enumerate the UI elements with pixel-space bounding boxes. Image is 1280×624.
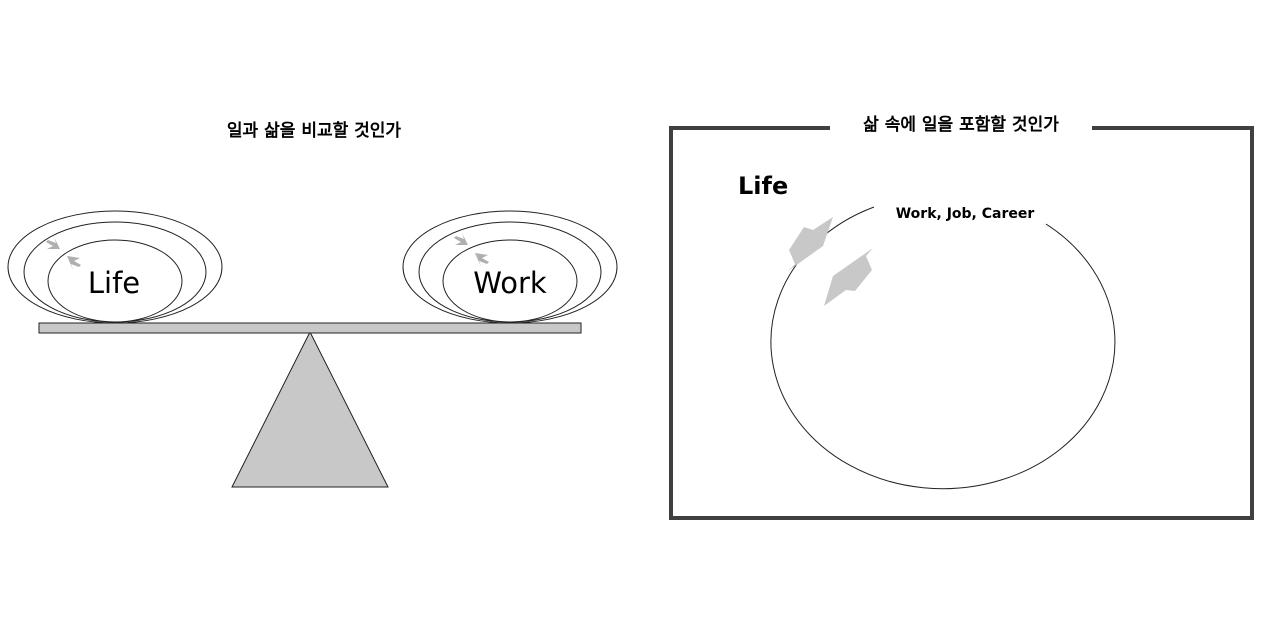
right-panel-frame <box>669 126 1254 520</box>
life-plate-label: Life <box>88 266 140 300</box>
left-panel-title: 일과 삶을 비교할 것인가 <box>227 121 402 141</box>
outer-life-label: Life <box>738 172 788 200</box>
right-panel-title: 삶 속에 일을 포함할 것인가 <box>863 114 1059 135</box>
right-panel: 삶 속에 일을 포함할 것인가 Life Work, Job, Career <box>669 114 1254 520</box>
life-inward-arrow-icon <box>67 256 81 270</box>
work-inward-arrow-icon <box>475 253 489 267</box>
left-panel: 일과 삶을 비교할 것인가 Life Work <box>7 121 618 488</box>
work-plate-inner-ring <box>442 239 578 323</box>
life-plate-inner-ring <box>47 239 183 323</box>
work-circle <box>770 206 1116 490</box>
life-plate: Life <box>7 210 223 324</box>
inward-arrow-icon <box>824 248 873 306</box>
life-outward-arrow-icon <box>46 237 60 249</box>
work-circle-label: Work, Job, Career <box>896 206 1035 222</box>
balance-beam <box>38 322 582 334</box>
work-plate: Work <box>402 210 618 324</box>
outward-arrow-icon <box>788 217 833 271</box>
work-outward-arrow-icon <box>454 233 468 245</box>
work-plate-label: Work <box>473 266 547 300</box>
fulcrum-triangle <box>231 330 389 488</box>
